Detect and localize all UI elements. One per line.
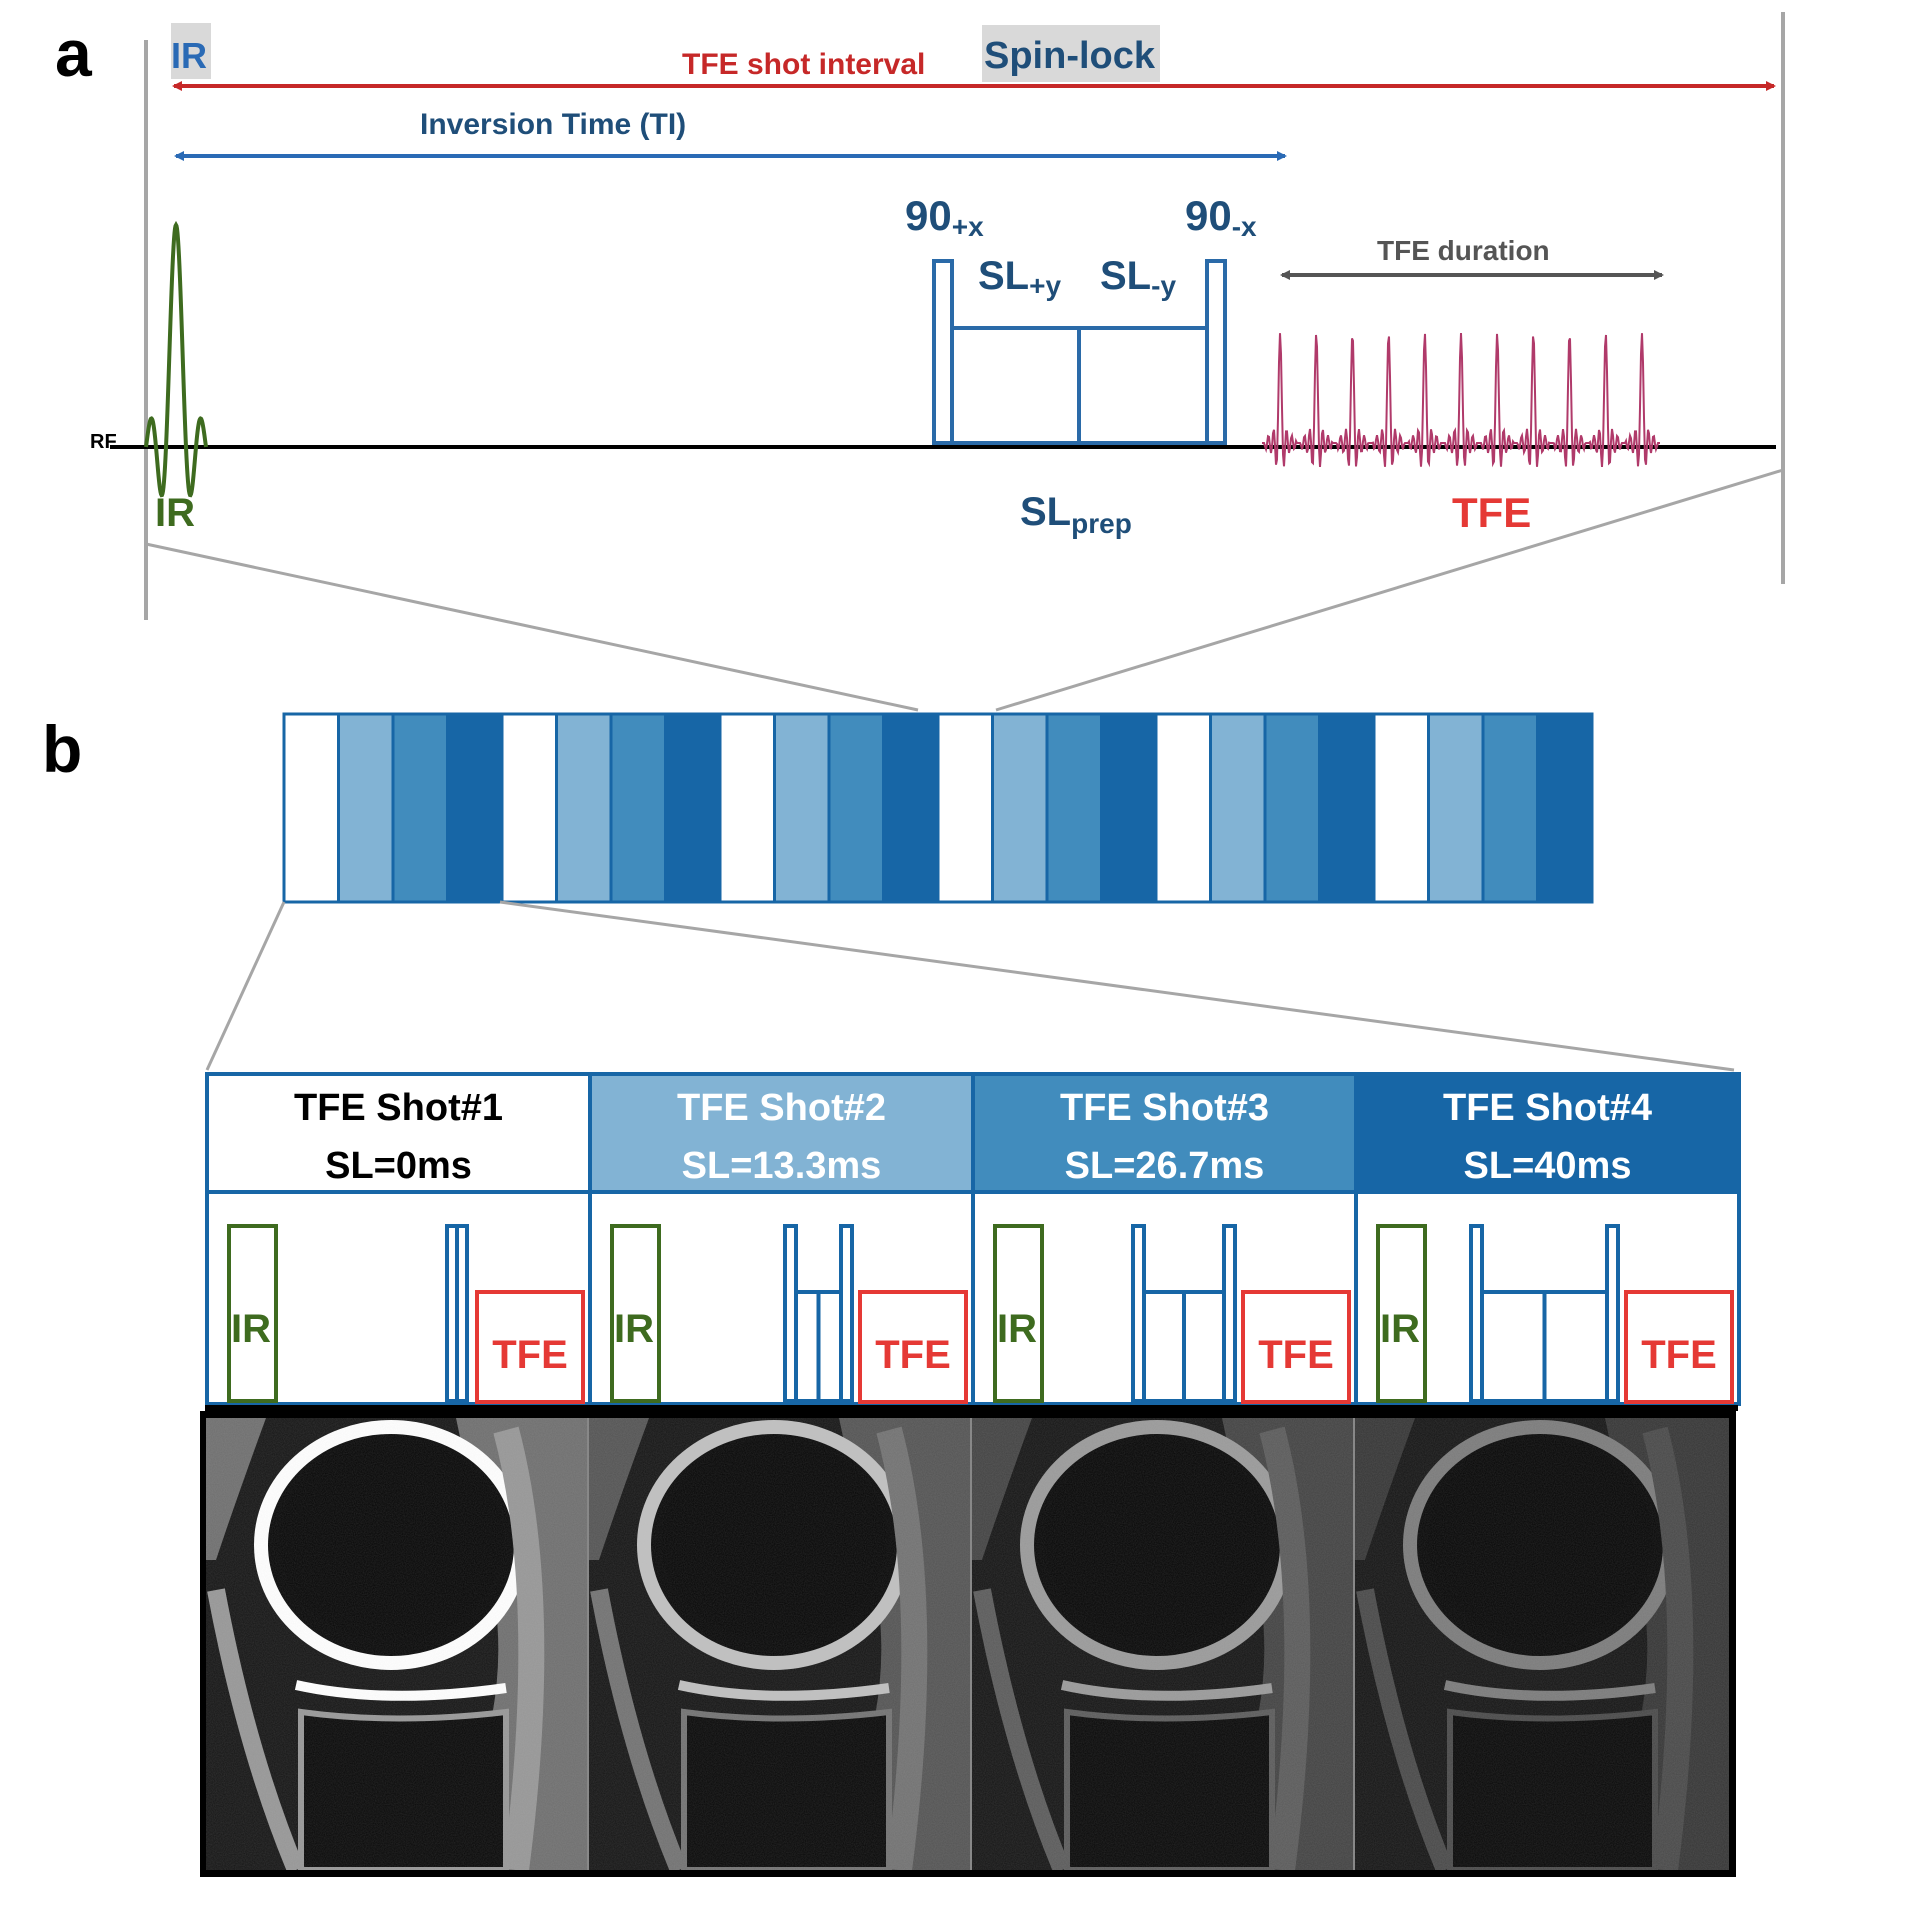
panel-a-label: a: [55, 16, 93, 90]
rf-label: RF: [90, 431, 117, 453]
tfe-bottom-label: TFE: [1452, 489, 1531, 536]
shot-strip-cell: [1481, 712, 1539, 904]
shot-slprep-1: [445, 1224, 469, 1403]
shot-strip-cell: [1536, 712, 1594, 904]
shot-strip-cell: [664, 712, 722, 904]
tfe-shot-interval-label: TFE shot interval: [682, 48, 925, 81]
shot-title-2: TFE Shot#2: [677, 1087, 886, 1129]
shot-strip-cell: [609, 712, 667, 904]
shot-ir-box-1: [227, 1224, 278, 1403]
shot-tfe-box-4: [1624, 1290, 1734, 1404]
shot-strip-cell: [446, 712, 504, 904]
shot-strip: [282, 712, 1594, 904]
shot-strip-cell: [1372, 712, 1430, 904]
shot-tfe-label-2: TFE: [875, 1333, 951, 1377]
shot-strip-cell: [555, 712, 613, 904]
shot-strip-cell: [500, 712, 558, 904]
zoom-line-b-right: [499, 900, 1735, 1072]
shot-strip-cell: [718, 712, 776, 904]
shot-ir-box-4: [1376, 1224, 1427, 1403]
shot-ir-label-3: IR: [997, 1307, 1037, 1351]
shot-tfe-box-2: [858, 1290, 968, 1404]
shot-tfe-label-4: TFE: [1641, 1333, 1717, 1377]
mri-knee-image-1: [206, 1418, 588, 1870]
panel-b-label: b: [42, 712, 82, 786]
shot-header-4: [1354, 1072, 1741, 1194]
shot-strip-cell: [337, 712, 395, 904]
shot-strip-cell: [1154, 712, 1212, 904]
ir-top-label: IR: [171, 35, 207, 76]
zoom-line-a-left: [145, 542, 919, 712]
mri-knee-image-2: [589, 1418, 971, 1870]
mri-knee-image-4: [1355, 1418, 1729, 1870]
shot-strip-cell: [882, 712, 940, 904]
zoom-line-a-right: [995, 468, 1784, 712]
shot-strip-cell: [1100, 712, 1158, 904]
shot-title-3: TFE Shot#3: [1060, 1087, 1269, 1129]
spinlock-highlight: [982, 25, 1160, 82]
shot-slprep-3: [1131, 1224, 1237, 1403]
shot-title-4: TFE Shot#4: [1443, 1087, 1652, 1129]
shot-slprep-4: [1469, 1224, 1620, 1403]
shot-tfe-label-1: TFE: [492, 1333, 568, 1377]
shot-sl-4: SL=40ms: [1464, 1145, 1632, 1187]
shot-slprep-2: [783, 1224, 854, 1403]
shot-ir-label-2: IR: [614, 1307, 654, 1351]
shot-tfe-box-1: [475, 1290, 585, 1404]
tfe-duration-label: TFE duration: [1377, 235, 1550, 266]
pulse-90-minus-x-label: 90-x: [1185, 192, 1257, 242]
shot-ir-label-1: IR: [231, 1307, 271, 1351]
shot-strip-cell: [773, 712, 831, 904]
shot-sl-2: SL=13.3ms: [682, 1145, 882, 1187]
tfe-pulse-train: [1262, 332, 1660, 468]
shot-strip-cell: [827, 712, 885, 904]
slprep-label: SLprep: [1020, 490, 1132, 539]
zoom-line-b-left: [205, 901, 286, 1071]
shot-sl-3: SL=26.7ms: [1065, 1145, 1265, 1187]
shot-strip-cell: [936, 712, 994, 904]
shot-sl-1: SL=0ms: [325, 1145, 472, 1187]
ir-sinc-pulse: [144, 220, 208, 498]
spinlock-label: Spin-lock: [984, 35, 1156, 77]
shot-tfe-box-3: [1241, 1290, 1351, 1404]
shot-ir-box-2: [610, 1224, 661, 1403]
shot-strip-cell: [391, 712, 449, 904]
shot-tfe-label-3: TFE: [1258, 1333, 1334, 1377]
shot-ir-label-4: IR: [1380, 1307, 1420, 1351]
shot-strip-cell: [1318, 712, 1376, 904]
shot-strip-cell: [991, 712, 1049, 904]
shot-strip-cell: [282, 712, 340, 904]
spinlock-prep-block: [932, 259, 1227, 445]
inversion-time-label: Inversion Time (TI): [420, 108, 686, 141]
shot-strip-cell: [1427, 712, 1485, 904]
shot-header-3: [971, 1072, 1358, 1194]
shot-ir-box-3: [993, 1224, 1044, 1403]
ir-top-highlight: [171, 23, 211, 79]
shot-strip-cell: [1045, 712, 1103, 904]
sl-minus-y-label: SL-y: [1100, 254, 1176, 301]
shot-strip-cell: [1209, 712, 1267, 904]
mri-image-row: [200, 1411, 1736, 1877]
pulse-90-plus-x-label: 90+x: [905, 192, 984, 242]
shot-title-1: TFE Shot#1: [294, 1087, 503, 1129]
ir-bottom-label: IR: [155, 491, 195, 535]
shot-strip-cell: [1263, 712, 1321, 904]
mri-knee-image-3: [972, 1418, 1354, 1870]
sl-plus-y-label: SL+y: [978, 254, 1061, 301]
